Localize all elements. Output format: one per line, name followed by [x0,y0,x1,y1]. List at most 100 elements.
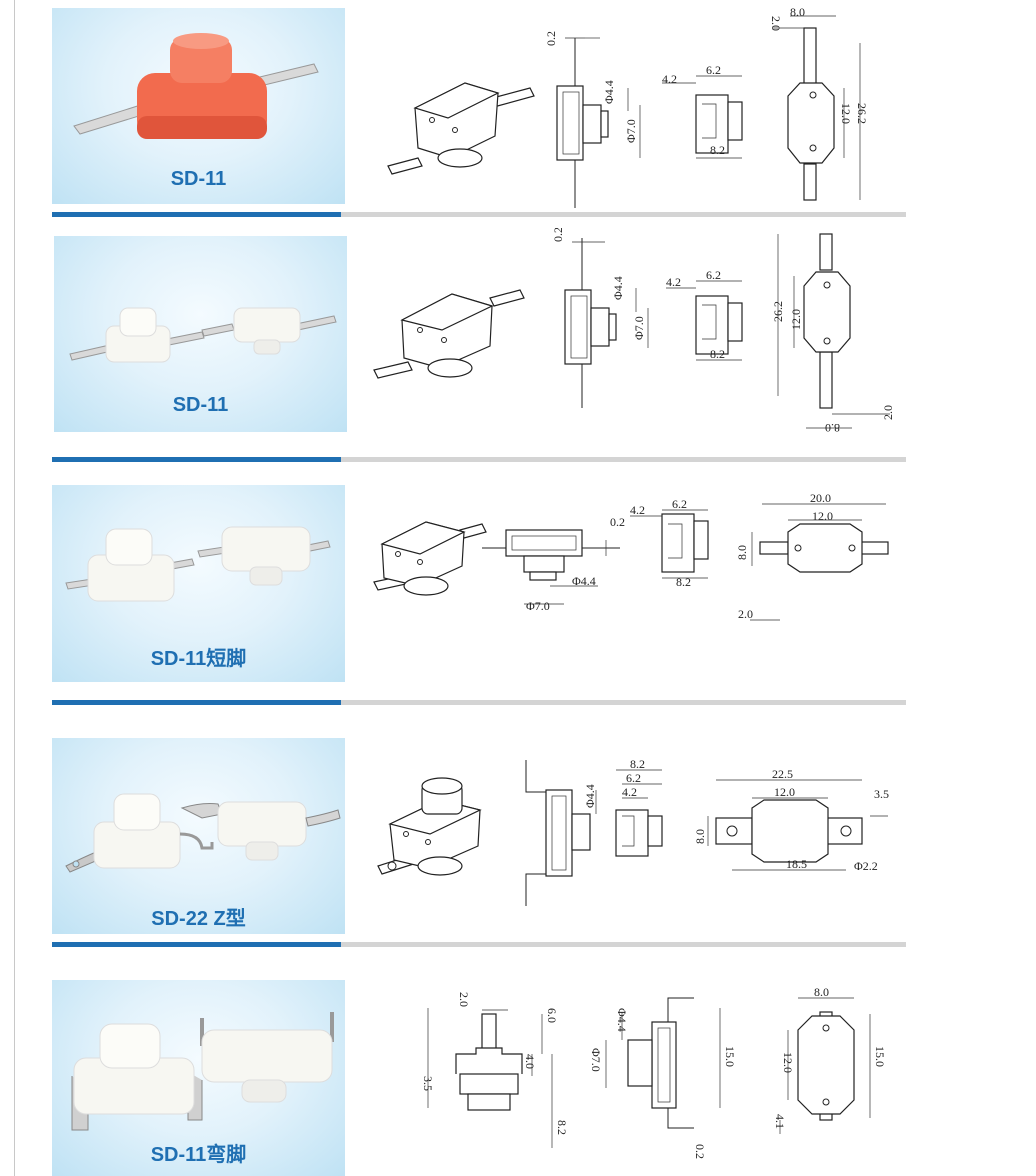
product-row-1: SD-11 0.2 [0,5,1036,220]
switch-photo-illustration [71,1012,334,1131]
dimension-drawing: Φ4.4 8.2 6.2 4.2 [360,716,900,936]
dim-label: 0.2 [693,1144,707,1159]
dim-label: 4.2 [622,785,637,799]
front-view: 4.2 6.2 8.2 [630,497,709,589]
dim-label: 2.0 [457,992,471,1007]
model-label: SD-11短脚 [150,648,247,670]
front-view: 4.2 6.2 8.2 [666,268,743,361]
dim-label: Φ7.0 [589,1048,603,1072]
page-edge-line [14,0,15,1176]
dim-label: 8.2 [710,143,725,157]
dim-label: 0.2 [610,515,625,529]
product-row-2: SD-11 0.2 Φ4.4 Φ7. [0,227,1036,464]
dim-label: 20.0 [810,491,831,505]
dim-label: 8.2 [676,575,691,589]
dim-label: 0.2 [551,228,565,242]
dim-label: 4.2 [662,72,677,86]
top-view: 22.5 12.0 3.5 8.0 18.5 Φ2.2 [693,767,889,873]
iso-view [387,82,535,175]
model-label: SD-11弯脚 [150,1144,247,1166]
dim-label: 4.2 [666,275,681,289]
dim-label: 8.2 [710,347,725,361]
dim-label: 2.0 [769,16,783,31]
dim-label: 4.2 [630,503,645,517]
dim-label: 26.2 [855,103,869,124]
dim-label: 22.5 [772,767,793,781]
dim-label: Φ4.4 [602,80,616,104]
dim-label: 8.2 [630,757,645,771]
side-view: 0.2 Φ4.4 Φ7.0 [551,227,649,408]
side-view: 0.2 Φ4.4 Φ7.0 [544,31,641,208]
dim-label: 12.0 [812,509,833,523]
end-view: 2.0 6.0 4.0 3.5 8.2 [421,992,569,1148]
dim-label: 12.0 [839,103,853,124]
dim-label: 15.0 [723,1046,737,1067]
dim-label: 26.2 [771,301,785,322]
side-view: Φ4.4 [525,760,597,906]
iso-view [373,521,487,596]
row-divider [52,457,906,462]
row-divider [52,942,906,947]
dimension-drawing: 2.0 6.0 4.0 3.5 8.2 Φ4.4 Φ7.0 15.0 0.2 [360,958,900,1174]
product-photo: SD-11短脚 [52,485,345,682]
dim-label: 6.2 [706,268,721,282]
dimension-drawing: 0.2 Φ4.4 Φ7.0 4.2 6.2 8.2 [360,474,900,694]
top-view: 8.0 2.0 12.0 26.2 [769,5,869,201]
product-row-5: SD-11弯脚 2.0 6.0 4.0 3.5 8.2 [0,958,1036,1176]
dim-label: 12.0 [781,1052,795,1073]
dim-label: 6.2 [672,497,687,511]
product-row-4: SD-22 Z型 Φ4.4 [0,716,1036,950]
dim-label: 8.0 [735,545,749,560]
dim-label: 8.0 [814,985,829,999]
dim-label: Φ7.0 [624,119,638,143]
dim-label: 0.2 [544,31,558,46]
dim-label: 4.1 [773,1114,787,1129]
dim-label: 15.0 [873,1046,887,1067]
dim-label: Φ2.2 [854,859,878,873]
switch-photo-illustration [65,526,331,602]
iso-view [377,777,482,876]
dim-label: 18.5 [786,857,807,871]
dim-label: 8.0 [790,8,805,19]
dim-label: 6.2 [706,63,721,77]
side-view: Φ4.4 Φ7.0 15.0 0.2 [589,997,737,1159]
dim-label: 8.0 [693,829,707,844]
row-divider [52,700,906,705]
dim-label: 2.0 [881,405,895,420]
dim-label: Φ4.4 [611,276,625,300]
front-view: 4.2 6.2 8.2 [662,63,743,159]
product-photo: SD-11弯脚 [52,980,345,1176]
top-view: 20.0 12.0 8.0 2.0 [735,491,889,621]
front-view: 8.2 6.2 4.2 [615,757,663,857]
dim-label: Φ4.4 [583,784,597,808]
dim-label: Φ4.4 [572,574,596,588]
dim-label: 4.0 [523,1054,537,1069]
dim-label: 6.0 [545,1008,559,1023]
product-photo: SD-22 Z型 [52,738,345,934]
dim-label: 2.0 [738,607,753,621]
model-label: SD-11 [170,168,227,190]
dim-label: 3.5 [874,787,889,801]
dim-label: 12.0 [789,309,803,330]
top-view: 26.2 12.0 2.0 8.0 [771,233,895,435]
top-view: 8.0 12.0 15.0 4.1 [773,985,887,1134]
dim-label: Φ7.0 [526,599,550,613]
product-row-3: SD-11短脚 0.2 Φ4.4 Φ [0,474,1036,708]
model-label: SD-22 Z型 [151,908,246,930]
dim-label: Φ7.0 [632,316,646,340]
dim-label: 3.5 [421,1076,435,1091]
dim-label: 12.0 [774,785,795,799]
dim-label: Φ4.4 [615,1008,629,1032]
switch-photo-illustration [65,793,341,873]
dimension-drawing: 0.2 Φ4.4 Φ7.0 4.2 6.2 8.2 [360,5,900,213]
iso-view [373,289,525,379]
dim-label: 8.2 [555,1120,569,1135]
row-divider [52,212,906,217]
product-photo: SD-11 [52,8,345,204]
switch-photo-illustration [73,33,319,139]
dim-label: 8.0 [825,421,840,435]
switch-photo-illustration [69,307,337,363]
side-view: 0.2 Φ4.4 Φ7.0 [482,515,625,613]
dim-label: 6.2 [626,771,641,785]
model-label: SD-11 [172,394,229,416]
